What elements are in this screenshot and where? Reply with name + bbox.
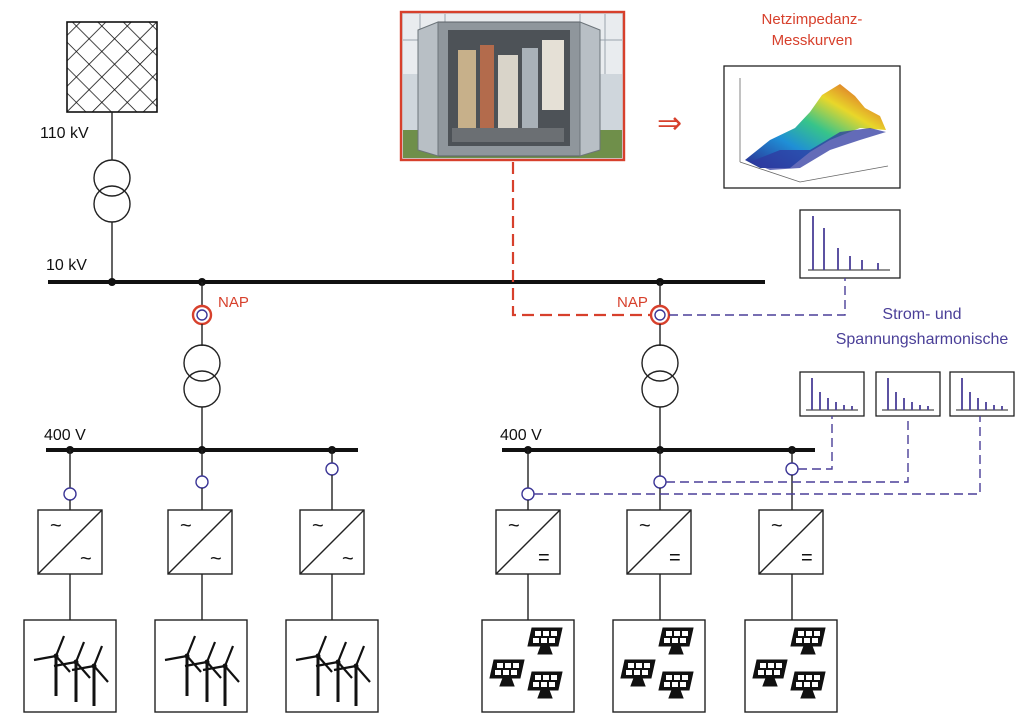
svg-text:~: ~ xyxy=(180,515,192,537)
measurement-link-red xyxy=(511,162,651,317)
harmonics-link-pv2 xyxy=(666,416,909,483)
voltage-110-label: 110 kV xyxy=(40,125,89,142)
voltage-400-right-label: 400 V xyxy=(500,427,542,444)
branch-pv-2: ~ = xyxy=(612,450,706,713)
inverter-icon xyxy=(495,509,561,575)
spectrum-chart-icon xyxy=(949,371,1015,417)
inverter-icon xyxy=(758,509,824,575)
harmonics-link-pv1 xyxy=(534,416,981,495)
branch-pv-3: ~ = xyxy=(744,450,838,713)
transformer-icon xyxy=(183,344,221,408)
impedance-title-line1: Netzimpedanz- xyxy=(762,11,863,28)
branch-wind-3: ~ ~ xyxy=(285,450,379,713)
3d-surface-plot-icon xyxy=(723,65,901,189)
branch-wind-1: ~ ~ xyxy=(23,450,117,713)
harmonics-link-nap xyxy=(669,278,846,316)
inverter-icon xyxy=(299,509,365,575)
svg-text:~: ~ xyxy=(80,548,92,570)
svg-text:~: ~ xyxy=(771,515,783,537)
inverter-icon xyxy=(37,509,103,575)
svg-text:~: ~ xyxy=(50,515,62,537)
svg-text:=: = xyxy=(669,547,681,569)
impedance-title-line2: Messkurven xyxy=(772,32,853,49)
spectrum-chart-icon xyxy=(799,371,865,417)
svg-text:~: ~ xyxy=(639,515,651,537)
spectrum-chart-icon xyxy=(875,371,941,417)
harmonics-label-line2: Spannungsharmonische xyxy=(836,331,1009,348)
transformer-icon xyxy=(93,159,131,223)
svg-text:~: ~ xyxy=(210,548,222,570)
arrow-icon: ⇒ xyxy=(657,106,682,141)
voltage-400-left-label: 400 V xyxy=(44,427,86,444)
voltage-10-label: 10 kV xyxy=(46,257,87,274)
inverter-icon xyxy=(626,509,692,575)
wind-turbine-icon xyxy=(154,619,248,713)
photo-container-icon xyxy=(399,10,626,162)
svg-text:~: ~ xyxy=(342,548,354,570)
grid-hatch-icon xyxy=(66,21,158,113)
svg-text:~: ~ xyxy=(508,515,520,537)
wind-turbine-icon xyxy=(285,619,379,713)
nap-left-label: NAP xyxy=(218,294,249,311)
harmonics-link-pv3 xyxy=(798,416,833,470)
svg-text:~: ~ xyxy=(312,515,324,537)
spectrum-chart-icon xyxy=(799,209,901,279)
nap-right-label: NAP xyxy=(617,294,648,311)
inverter-icon xyxy=(167,509,233,575)
branch-wind-2: ~ ~ xyxy=(154,450,248,713)
transformer-icon xyxy=(641,344,679,408)
svg-text:=: = xyxy=(801,547,813,569)
wind-turbine-icon xyxy=(23,619,117,713)
svg-text:=: = xyxy=(538,547,550,569)
harmonics-label-line1: Strom- und xyxy=(882,306,961,323)
branch-pv-1: ~ = xyxy=(481,450,575,713)
